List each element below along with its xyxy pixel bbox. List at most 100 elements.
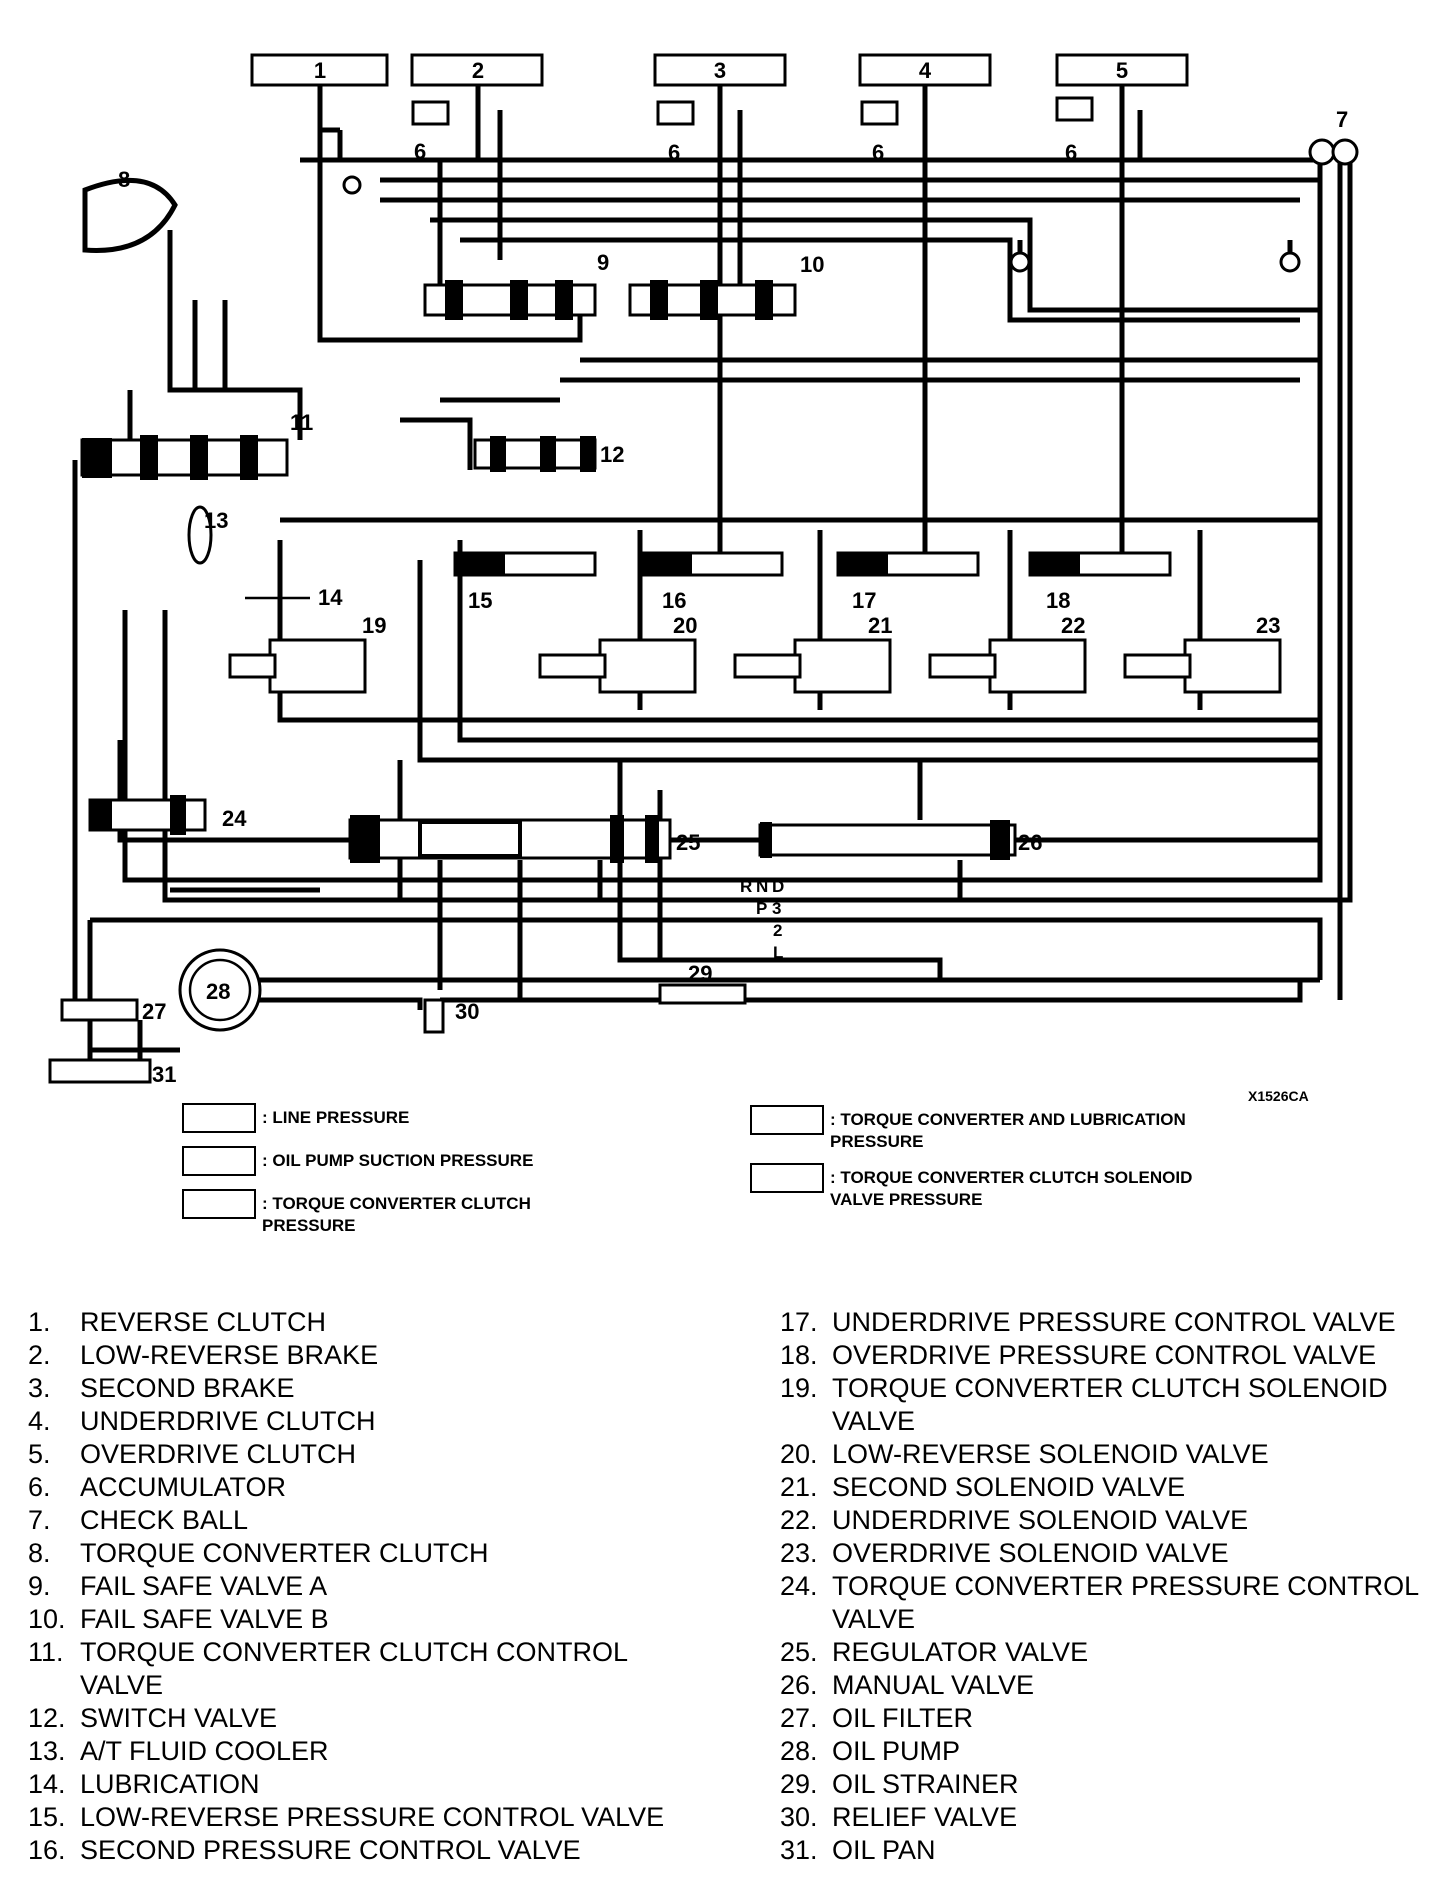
svg-text:18: 18 (1046, 588, 1070, 613)
svg-text:23: 23 (1256, 613, 1280, 638)
box-3: 3 (653, 53, 787, 87)
list-item: 17.UNDERDRIVE PRESSURE CONTROL VALVE (780, 1307, 1396, 1337)
torque-converter-clutch-icon (82, 177, 178, 253)
list-item: 23.OVERDRIVE SOLENOID VALVE (780, 1538, 1229, 1568)
svg-text:10: 10 (800, 252, 824, 277)
list-item: 27.OIL FILTER (780, 1703, 974, 1733)
list-item: 5.OVERDRIVE CLUTCH (28, 1439, 357, 1469)
list-item: 10.FAIL SAFE VALVE B (28, 1604, 329, 1634)
box-2: 2 (410, 53, 544, 87)
svg-text:25: 25 (676, 830, 700, 855)
svg-text:6: 6 (872, 140, 884, 165)
list-item: 20.LOW-REVERSE SOLENOID VALVE (780, 1439, 1269, 1469)
svg-text:12: 12 (600, 442, 624, 467)
legend-oil-pump-suction-pressure: : OIL PUMP SUCTION PRESSURE (182, 1146, 533, 1176)
list-item: 3.SECOND BRAKE (28, 1373, 295, 1403)
gear-l: L (773, 943, 783, 962)
svg-text:27: 27 (142, 999, 166, 1024)
list-item: 2.LOW-REVERSE BRAKE (28, 1340, 379, 1370)
svg-text:1: 1 (314, 58, 326, 83)
legend-swatch (750, 1105, 824, 1135)
svg-text:13: 13 (204, 508, 228, 533)
pipework (72, 85, 1353, 1080)
legend-swatch (182, 1189, 256, 1219)
svg-text:6: 6 (668, 140, 680, 165)
component-list-left: 1.REVERSE CLUTCH 2.LOW-REVERSE BRAKE 3.S… (28, 1306, 688, 1867)
list-item: 15.LOW-REVERSE PRESSURE CONTROL VALVE (28, 1802, 665, 1832)
svg-text:26: 26 (1018, 830, 1042, 855)
list-item: 4.UNDERDRIVE CLUTCH (28, 1406, 376, 1436)
list-item: 30.RELIEF VALVE (780, 1802, 1018, 1832)
relief-valve-icon (423, 998, 445, 1034)
list-item: 8.TORQUE CONVERTER CLUTCH (28, 1538, 489, 1568)
gear-selector-labels: R N D P 3 2 L (740, 877, 784, 962)
svg-text:22: 22 (1061, 613, 1085, 638)
svg-text:30: 30 (455, 999, 479, 1024)
list-item: 19.TORQUE CONVERTER CLUTCH SOLENOID VALV… (780, 1373, 1388, 1436)
gear-2: 2 (773, 921, 782, 940)
list-item: 13.A/T FLUID COOLER (28, 1736, 329, 1766)
list-item: 22.UNDERDRIVE SOLENOID VALVE (780, 1505, 1249, 1535)
accumulator-icon (411, 96, 1094, 126)
legend-tcc-solenoid-valve-pressure: : TORQUE CONVERTER CLUTCH SOLENOID VALVE… (750, 1163, 1193, 1211)
svg-text:14: 14 (318, 585, 343, 610)
list-item: 24.TORQUE CONVERTER PRESSURE CONTROL VAL… (780, 1571, 1419, 1634)
legend-label: : TORQUE CONVERTER CLUTCH PRESSURE (262, 1194, 531, 1235)
svg-text:15: 15 (468, 588, 492, 613)
svg-text:4: 4 (919, 58, 932, 83)
svg-text:21: 21 (868, 613, 892, 638)
svg-text:28: 28 (206, 979, 230, 1004)
regulator-valve (348, 815, 672, 863)
list-item: 26.MANUAL VALVE (780, 1670, 1035, 1700)
legend-torque-converter-clutch-pressure: : TORQUE CONVERTER CLUTCH PRESSURE (182, 1189, 531, 1237)
legend-label: : LINE PRESSURE (262, 1108, 410, 1127)
legend-swatch (750, 1163, 824, 1193)
svg-text:2: 2 (472, 58, 484, 83)
oil-filter-icon (60, 998, 139, 1022)
box-1: 1 (250, 53, 389, 87)
legend-swatch (182, 1146, 256, 1176)
svg-text:3: 3 (714, 58, 726, 83)
fail-safe-valve-a (423, 280, 597, 320)
list-item: 25.REGULATOR VALVE (780, 1637, 1089, 1667)
box-4: 4 (858, 53, 992, 87)
svg-text:9: 9 (597, 250, 609, 275)
svg-text:29: 29 (688, 961, 712, 986)
legend-swatch (182, 1103, 256, 1133)
gear-n: N (756, 877, 768, 896)
callout-numbers: 6 6 6 6 7 8 9 10 11 12 13 14 15 16 17 18… (118, 107, 1348, 1087)
pressure-control-valves (453, 551, 1172, 577)
svg-text:19: 19 (362, 613, 386, 638)
svg-text:6: 6 (1065, 140, 1077, 165)
torque-converter-pressure-control-valve (88, 795, 207, 835)
solenoid-valves (228, 638, 1282, 694)
svg-text:7: 7 (1336, 107, 1348, 132)
gear-3: 3 (772, 899, 781, 918)
gear-p: P (756, 899, 767, 918)
components: 1 2 3 4 5 (48, 53, 1359, 1084)
oil-pan-icon (48, 1058, 152, 1084)
legend-label: : TORQUE CONVERTER CLUTCH SOLENOID VALVE… (830, 1168, 1193, 1209)
box-5: 5 (1055, 53, 1189, 87)
legend-torque-converter-lubrication-pressure: : TORQUE CONVERTER AND LUBRICATION PRESS… (750, 1105, 1186, 1153)
gear-r: R (740, 877, 752, 896)
legend-label: : TORQUE CONVERTER AND LUBRICATION PRESS… (830, 1110, 1186, 1151)
list-item: 9.FAIL SAFE VALVE A (28, 1571, 328, 1601)
oil-strainer-icon (658, 983, 747, 1005)
list-item: 21.SECOND SOLENOID VALVE (780, 1472, 1186, 1502)
figure-code: X1526CA (1248, 1088, 1309, 1104)
check-ball-icon (342, 138, 1359, 273)
fluid-cooler-icon (187, 505, 213, 565)
svg-text:24: 24 (222, 806, 247, 831)
svg-text:11: 11 (290, 410, 313, 435)
list-item: 1.REVERSE CLUTCH (28, 1307, 327, 1337)
manual-valve (758, 820, 1017, 860)
torque-converter-clutch-control-valve (80, 435, 289, 480)
svg-text:6: 6 (414, 139, 426, 164)
gear-d: D (772, 877, 784, 896)
fail-safe-valve-b (628, 280, 797, 320)
svg-text:16: 16 (662, 588, 686, 613)
list-item: 31.OIL PAN (780, 1835, 936, 1865)
legend-line-pressure: : LINE PRESSURE (182, 1103, 410, 1133)
